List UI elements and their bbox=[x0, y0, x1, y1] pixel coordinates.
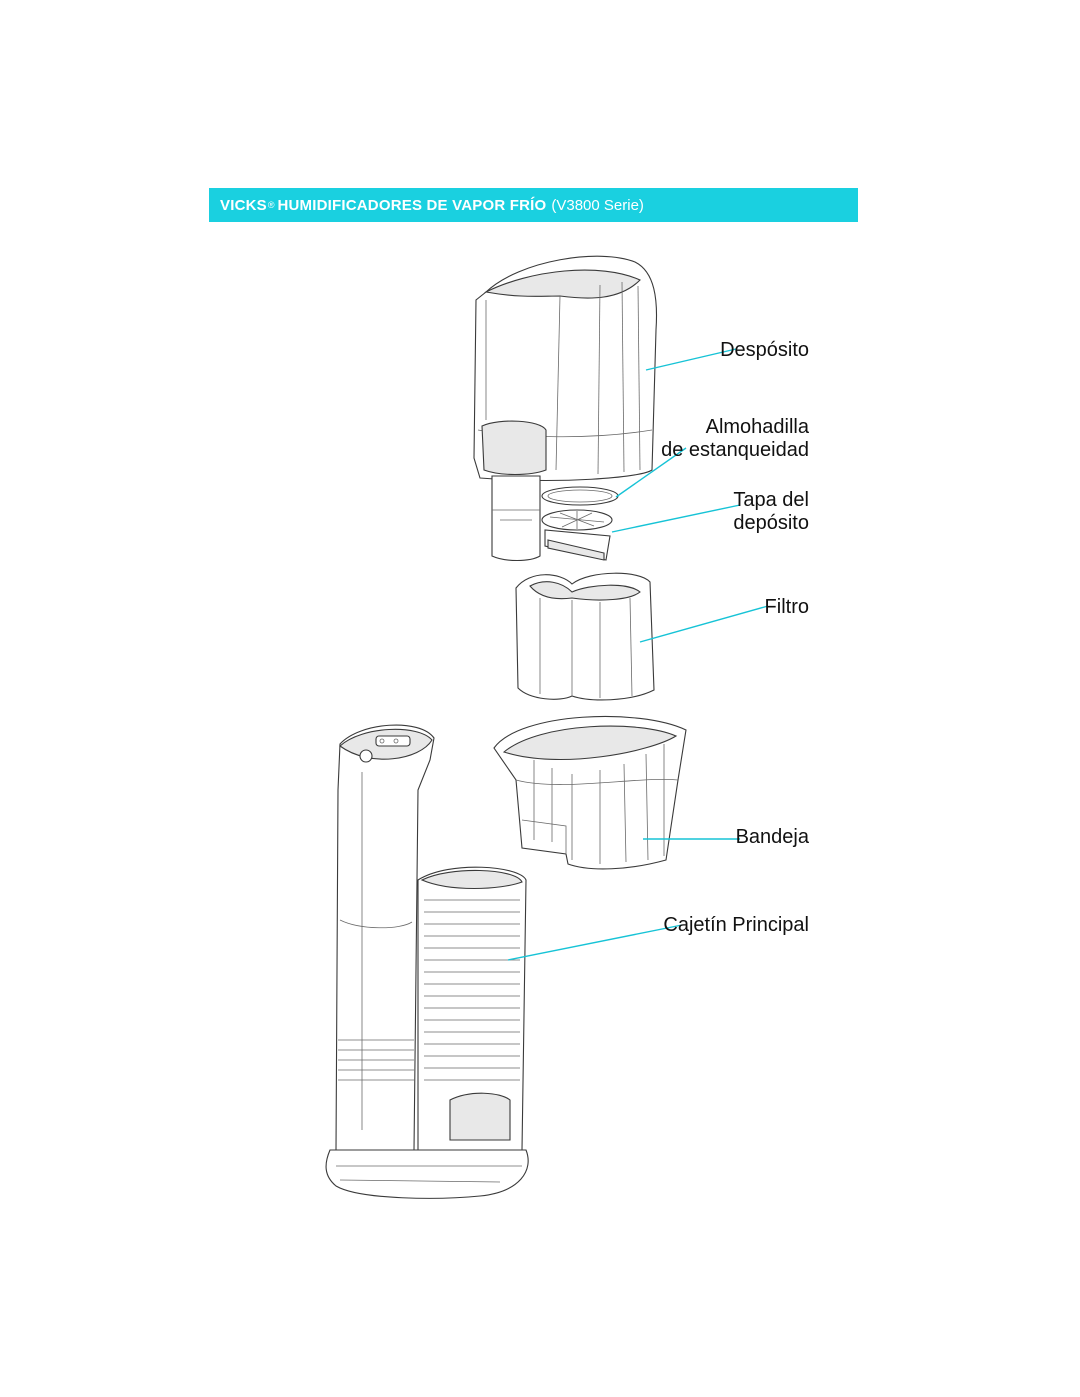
filter-drawing bbox=[515, 572, 655, 701]
leader-lines bbox=[507, 348, 769, 961]
leader-cap bbox=[611, 504, 741, 533]
gasket-drawing bbox=[541, 486, 619, 506]
registered-mark: ® bbox=[267, 200, 275, 210]
label-housing: Cajetín Principal bbox=[663, 914, 809, 936]
brand-name: VICKS bbox=[220, 196, 267, 214]
label-gasket-line2: de estanqueidad bbox=[661, 439, 809, 461]
main-housing-drawing bbox=[325, 724, 529, 1199]
label-gasket: Almohadilla de estanqueidad bbox=[661, 416, 809, 462]
water-tank-drawing bbox=[473, 255, 658, 562]
label-filter: Filtro bbox=[764, 596, 809, 618]
label-gasket-line1: Almohadilla bbox=[705, 416, 809, 438]
series-name: (V3800 Serie) bbox=[551, 196, 644, 214]
tray-drawing bbox=[493, 715, 687, 870]
label-cap-line2: depósito bbox=[733, 512, 809, 534]
leader-gasket bbox=[615, 447, 687, 498]
label-cap: Tapa del depósito bbox=[733, 489, 809, 535]
label-tank: Despósito bbox=[720, 339, 809, 361]
tank-cap-drawing bbox=[541, 509, 613, 561]
leader-tank bbox=[645, 348, 737, 371]
label-tray: Bandeja bbox=[735, 826, 809, 848]
title-banner: VICKS®HUMIDIFICADORES DE VAPOR FRÍO(V380… bbox=[209, 188, 858, 222]
label-cap-line1: Tapa del bbox=[733, 489, 809, 511]
product-title: HUMIDIFICADORES DE VAPOR FRÍO bbox=[277, 196, 547, 214]
leader-filter bbox=[639, 605, 769, 643]
leader-housing bbox=[507, 924, 683, 961]
